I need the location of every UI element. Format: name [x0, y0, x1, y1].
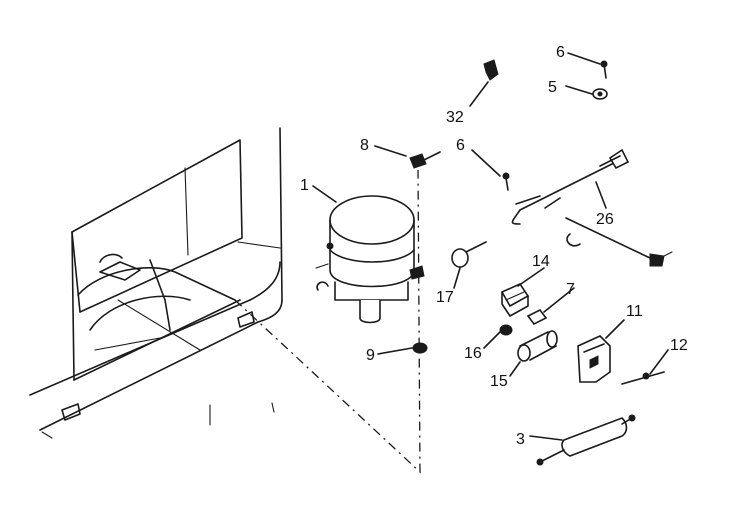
- callout-6-mid: 6: [456, 137, 465, 154]
- callout-5: 5: [548, 79, 557, 96]
- part-6-screw-top: [600, 60, 608, 79]
- part-26-wiring-harness: [511, 148, 673, 267]
- callout-26: 26: [596, 211, 614, 228]
- part-8-bracket: [409, 151, 441, 169]
- callout-labels: 1 3 5 6 6 7 8 9 11 12 14 15 16 17 26 32: [300, 44, 688, 448]
- refrigerator-cabinet: [29, 127, 283, 439]
- callout-17: 17: [436, 289, 454, 306]
- callout-15: 15: [490, 373, 508, 390]
- callout-14: 14: [532, 253, 550, 270]
- callout-8: 8: [360, 137, 369, 154]
- part-14-relay: [500, 282, 530, 317]
- callout-6-top: 6: [556, 44, 565, 61]
- part-16-grommet: [499, 324, 513, 336]
- part-7-clip: [526, 308, 548, 326]
- part-3-drier: [536, 414, 636, 466]
- part-11-cover: [577, 335, 611, 383]
- part-32-clip: [483, 59, 499, 81]
- part-15-capacitor: [517, 330, 558, 362]
- part-9-grommet: [412, 342, 428, 354]
- assembly-leader-line: [234, 169, 421, 474]
- callout-16: 16: [464, 345, 482, 362]
- part-17-overload: [451, 241, 487, 268]
- callout-1: 1: [300, 177, 309, 194]
- part-6-screw-mid: [502, 172, 510, 191]
- callout-32: 32: [446, 109, 464, 126]
- callout-7: 7: [566, 281, 575, 298]
- callout-9: 9: [366, 347, 375, 364]
- part-5-washer: [592, 88, 608, 100]
- callout-3: 3: [516, 431, 525, 448]
- leader-lines: [312, 52, 669, 441]
- part-12-wire: [621, 371, 665, 385]
- compressor: [315, 195, 425, 324]
- callout-11: 11: [626, 303, 643, 320]
- callout-12: 12: [670, 337, 688, 354]
